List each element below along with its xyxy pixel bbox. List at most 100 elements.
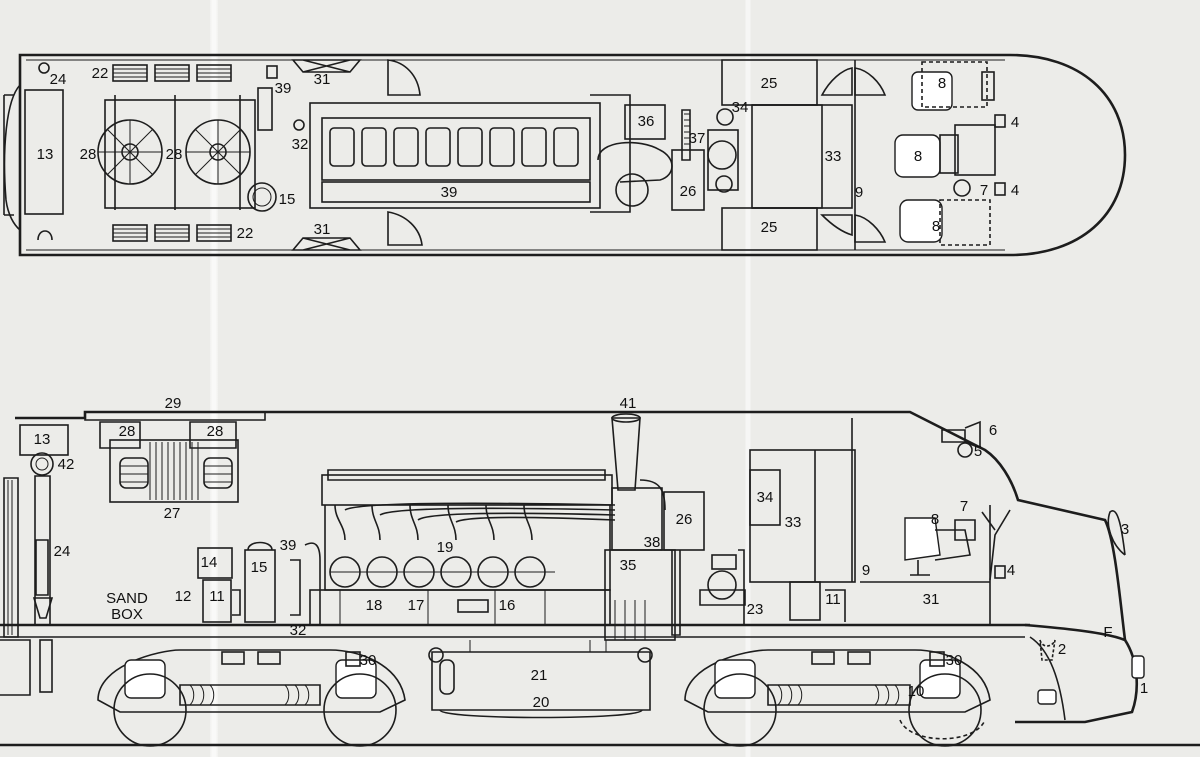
label-31: 31: [314, 221, 331, 238]
sand-box-label-1: SAND: [106, 590, 148, 607]
label-7: 7: [960, 498, 968, 515]
label-21: 21: [531, 667, 548, 684]
label-17: 17: [408, 597, 425, 614]
fitting-39: [266, 65, 278, 79]
label-7: 7: [980, 182, 988, 199]
left-pilot: [0, 639, 31, 696]
label-42: 42: [58, 456, 75, 473]
label-28: 28: [166, 146, 183, 163]
label-4: 4: [1011, 114, 1019, 131]
brake-wheel: [32, 597, 54, 619]
fuel-tank: [428, 640, 653, 719]
label-4: 4: [1011, 182, 1019, 199]
label-16: 16: [499, 597, 516, 614]
engine-plan: [309, 94, 739, 213]
label-30: 30: [946, 652, 963, 669]
label-25: 25: [761, 75, 778, 92]
plan-coupler: [3, 84, 21, 231]
compressor: [699, 549, 746, 625]
label-11: 11: [209, 588, 225, 605]
label-39: 39: [280, 537, 297, 554]
left-step: [39, 639, 53, 693]
rear-truck: [97, 649, 406, 747]
label-27: 27: [164, 505, 181, 522]
nose-pilot: [1029, 636, 1066, 721]
door-swing: [387, 59, 421, 96]
tank-15: [244, 549, 276, 623]
label-6: 6: [989, 422, 997, 439]
label-28: 28: [80, 146, 97, 163]
label-4: 4: [1007, 562, 1015, 579]
plan-labels: 24 22 22 13 28 28 39 31 31 32 15 39 36 3…: [37, 65, 1020, 242]
label-31: 31: [923, 591, 940, 608]
fitting-42: [30, 452, 54, 476]
sand-box-label-2: BOX: [111, 606, 143, 623]
label-18: 18: [366, 597, 383, 614]
hood-roof-outline: [15, 410, 1127, 641]
label-9: 9: [855, 184, 863, 201]
label-15: 15: [279, 191, 296, 208]
electrical-cabinet: [749, 449, 856, 622]
bell-2: [1039, 639, 1056, 661]
hand-brake-24: [35, 539, 49, 596]
fitting-32: [293, 119, 305, 131]
label-28: 28: [119, 423, 136, 440]
label-12: 12: [175, 588, 192, 605]
label-33: 33: [825, 148, 842, 165]
plan-body-outline: [18, 53, 1127, 257]
label-39: 39: [275, 80, 292, 97]
box-13: [19, 424, 69, 456]
label-8: 8: [938, 75, 946, 92]
label-13: 13: [34, 431, 51, 448]
label-2: 2: [1058, 641, 1066, 658]
label-34: 34: [732, 99, 749, 116]
label-8: 8: [914, 148, 922, 165]
label-39: 39: [441, 184, 458, 201]
label-5: 5: [974, 443, 982, 460]
box-26: [663, 491, 705, 551]
label-38: 38: [644, 534, 661, 551]
headlight-3: [1107, 510, 1126, 556]
label-32: 32: [290, 622, 307, 639]
plan-view: [3, 53, 1127, 257]
louvres-top: [112, 64, 232, 82]
fitting-24: [38, 62, 50, 74]
label-35: 35: [620, 557, 637, 574]
label-10: 10: [908, 683, 925, 700]
label-13: 13: [37, 146, 54, 163]
step: [1037, 689, 1057, 705]
label-25: 25: [761, 219, 778, 236]
label-33: 33: [785, 514, 802, 531]
diesel-engine: [309, 469, 616, 626]
label-14: 14: [201, 554, 218, 571]
label-3: 3: [1121, 521, 1129, 538]
label-8: 8: [932, 218, 940, 235]
cooling-fans: [97, 95, 256, 210]
roof-hatch-29: [84, 411, 266, 421]
label-20: 20: [533, 694, 550, 711]
elevation-labels: 29 13 28 28 42 27 41 6 5 34 26 33 7 8 3 …: [34, 395, 1149, 711]
label-29: 29: [165, 395, 182, 412]
tank-15: [247, 182, 277, 212]
label-32: 32: [292, 136, 309, 153]
exhaust-stack: [604, 413, 676, 641]
door-31-bottom: [291, 237, 362, 251]
label-26: 26: [676, 511, 693, 528]
label-15: 15: [251, 559, 268, 576]
door-swing: [387, 211, 423, 246]
plan-inner-wall: [26, 59, 1005, 251]
label-22: 22: [92, 65, 109, 82]
label-34: 34: [757, 489, 774, 506]
end-handrail: [3, 477, 19, 638]
box-14: [197, 547, 233, 579]
elevation-view: [0, 410, 1200, 747]
box-11: [202, 579, 232, 623]
cab-interior: [860, 420, 1011, 583]
radiator-13: [24, 89, 64, 215]
label-19: 19: [437, 539, 454, 556]
label-1: 1: [1140, 680, 1148, 697]
label-41: 41: [620, 395, 637, 412]
stand: [34, 475, 51, 626]
plan-buffer: [3, 94, 14, 216]
